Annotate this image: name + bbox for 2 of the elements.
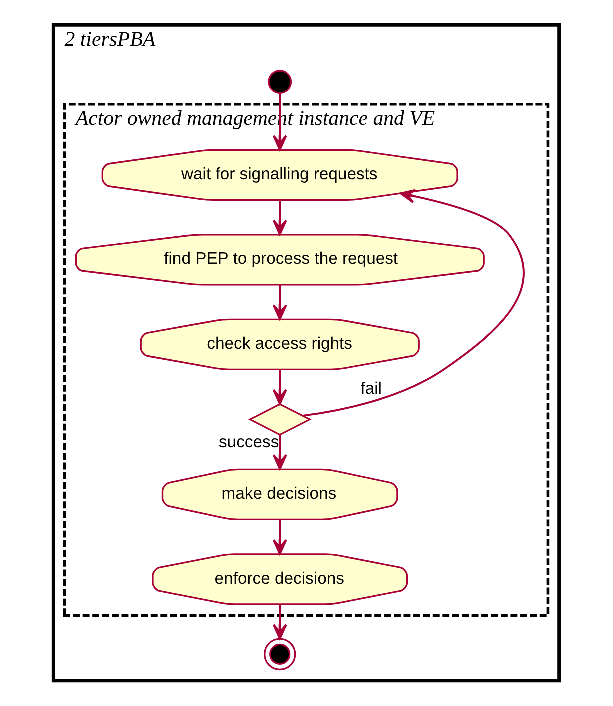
edge-label: fail [360,378,382,398]
edge-label: success [218,432,280,452]
